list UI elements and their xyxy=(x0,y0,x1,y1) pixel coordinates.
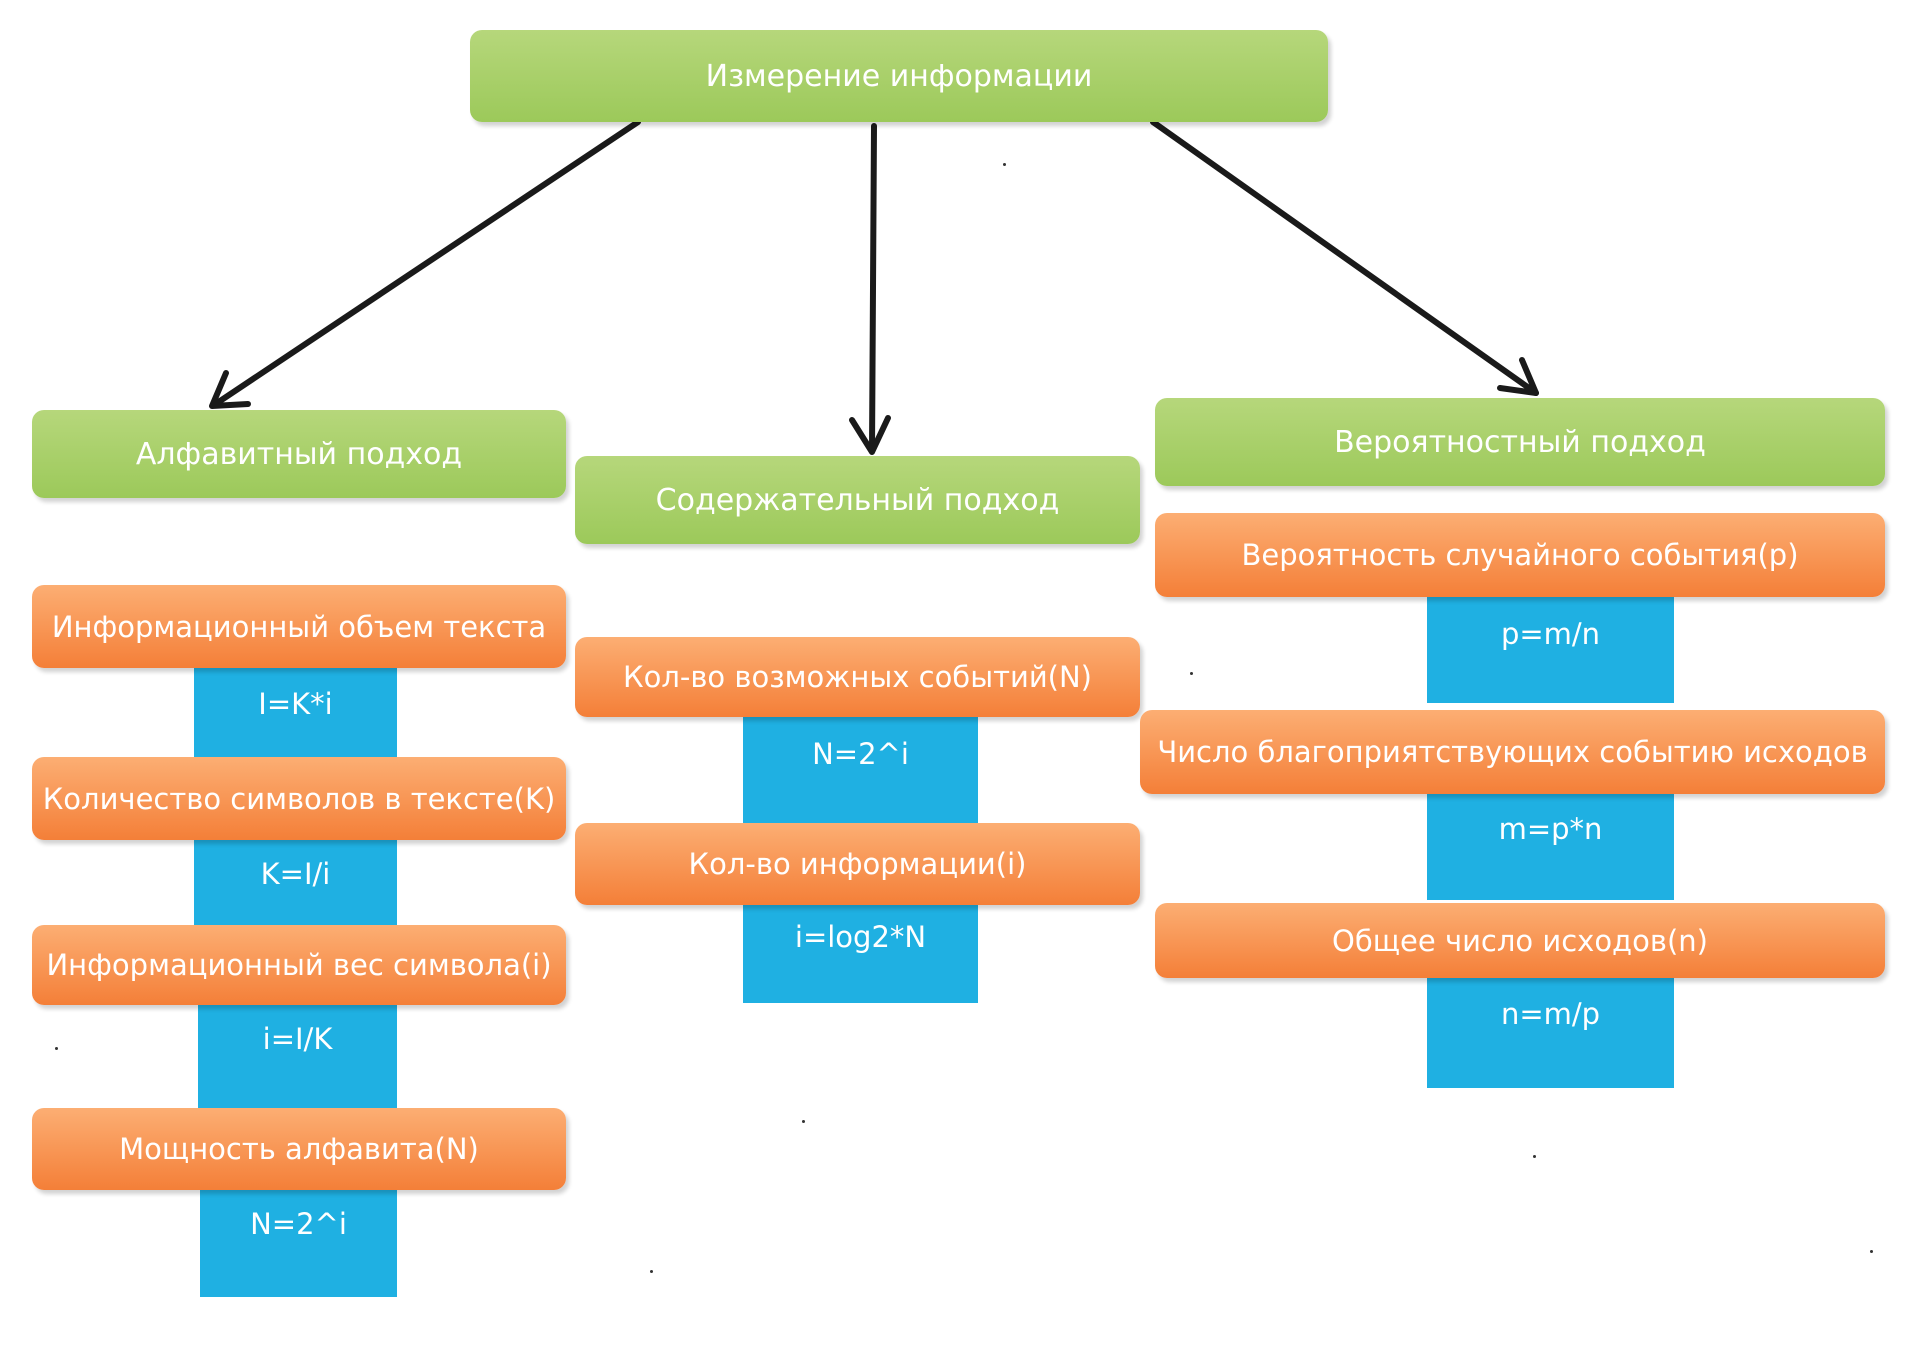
concept-label: Кол-во возможных событий(N) xyxy=(623,660,1092,694)
scan-speck xyxy=(1190,672,1193,675)
approach-content: Содержательный подход xyxy=(575,456,1140,544)
arrow-to-content xyxy=(869,123,877,453)
concept-label: Вероятность случайного события(p) xyxy=(1241,538,1799,572)
concept-label: Общее число исходов(n) xyxy=(1332,923,1708,958)
approach-alphabetic: Алфавитный подход xyxy=(32,410,566,498)
concept-box: Информационный вес символа(i) xyxy=(32,925,566,1005)
root-node: Измерение информации xyxy=(470,30,1328,122)
arrow-to-alphabetic xyxy=(211,119,641,408)
concept-box: Общее число исходов(n) xyxy=(1155,903,1885,978)
concept-box: Кол-во информации(i) xyxy=(575,823,1140,905)
approach-title: Содержательный подход xyxy=(655,482,1060,518)
concept-label: Количество символов в тексте(K) xyxy=(42,781,556,816)
approach-title: Вероятностный подход xyxy=(1334,424,1706,460)
formula-box: m=p*n xyxy=(1427,790,1674,900)
scan-speck xyxy=(1003,163,1006,166)
concept-box: Кол-во возможных событий(N) xyxy=(575,637,1140,717)
scan-speck xyxy=(802,1120,805,1123)
arrowhead-alphabetic xyxy=(209,370,251,409)
formula-box: I=K*i xyxy=(194,665,397,761)
formula-text: p=m/n xyxy=(1500,617,1601,651)
formula-text: I=K*i xyxy=(258,687,333,721)
concept-label: Мощность алфавита(N) xyxy=(119,1132,479,1166)
scan-speck xyxy=(1870,1250,1873,1253)
formula-text: N=2^i xyxy=(812,737,909,771)
formula-box: n=m/p xyxy=(1427,975,1674,1088)
concept-box: Мощность алфавита(N) xyxy=(32,1108,566,1190)
formula-box: N=2^i xyxy=(743,715,978,827)
arrowhead-content xyxy=(849,415,891,455)
concept-box: Информационный объем текста xyxy=(32,585,566,668)
formula-box: i=log2*N xyxy=(743,898,978,1003)
arrow-to-probabilistic xyxy=(1150,119,1539,396)
scan-speck xyxy=(650,1270,653,1273)
formula-text: K=I/i xyxy=(260,857,331,891)
formula-text: i=log2*N xyxy=(794,920,927,954)
formula-text: i=I/K xyxy=(262,1022,333,1056)
approach-probabilistic: Вероятностный подход xyxy=(1155,398,1885,486)
formula-text: m=p*n xyxy=(1498,812,1603,846)
concept-box: Число благоприятствующих событию исходов xyxy=(1140,710,1885,794)
concept-label: Кол-во информации(i) xyxy=(688,847,1027,881)
approach-title: Алфавитный подход xyxy=(135,436,463,472)
formula-text: N=2^i xyxy=(250,1207,347,1241)
scan-speck xyxy=(1533,1155,1536,1158)
formula-box: K=I/i xyxy=(194,835,397,932)
concept-box: Вероятность случайного события(p) xyxy=(1155,513,1885,597)
concept-label: Информационный вес символа(i) xyxy=(46,948,552,982)
arrowhead-probabilistic xyxy=(1497,357,1539,396)
concept-label: Информационный объем текста xyxy=(51,609,547,644)
concept-label: Число благоприятствующих событию исходов xyxy=(1157,735,1868,769)
formula-box: N=2^i xyxy=(200,1185,397,1297)
scan-speck xyxy=(55,1047,58,1050)
formula-text: n=m/p xyxy=(1500,997,1601,1031)
concept-box: Количество символов в тексте(K) xyxy=(32,757,566,840)
root-label: Измерение информации xyxy=(705,58,1093,94)
formula-box: p=m/n xyxy=(1427,595,1674,703)
formula-box: i=I/K xyxy=(198,1000,397,1112)
